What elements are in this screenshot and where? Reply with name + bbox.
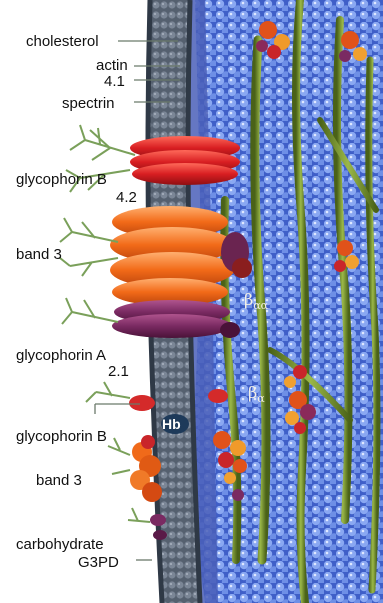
alpha-lower-sub: α [257,392,264,405]
label-band3-bottom: band 3 [36,473,82,488]
label-band3-top: band 3 [16,247,62,262]
label-band-4-1: 4.1 [104,74,125,89]
label-g3pd: G3PD [78,555,119,570]
label-band-4-2: 4.2 [116,190,137,205]
label-glycophorin-a: glycophorin A [16,348,106,363]
alpha-upper-sub: αα [253,299,268,312]
beta-upper: β [244,290,253,309]
label-spectrin: spectrin [62,96,115,111]
label-cholesterol: cholesterol [26,34,99,49]
label-actin: actin [96,58,128,73]
label-beta-alpha-lower: βα [248,385,265,404]
beta-lower: β [248,383,257,402]
label-hb: Hb [162,416,181,432]
glycophorin-b-top-protein [130,136,240,185]
label-band-2-1: 2.1 [108,364,129,379]
label-glycophorin-b-bottom: glycophorin B [16,429,107,444]
label-beta-alpha-upper: βαα [244,292,268,311]
label-glycophorin-b-top: glycophorin B [16,172,107,187]
label-carbohydrate: carbohydrate [16,537,104,552]
